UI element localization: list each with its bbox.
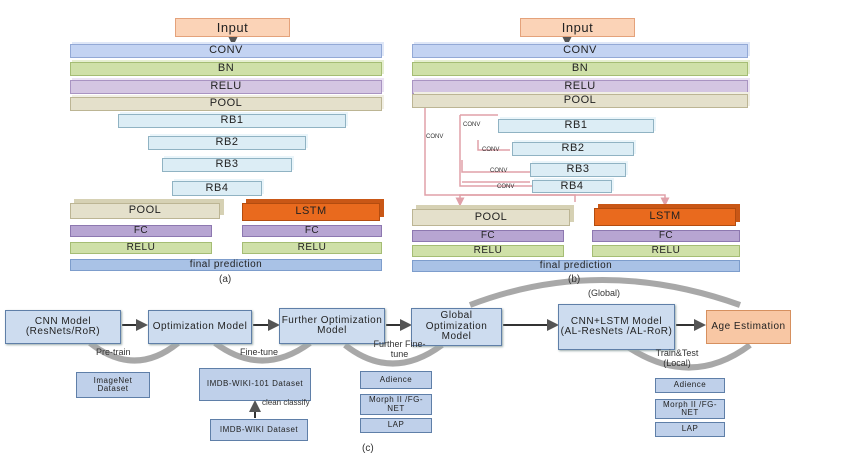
- label-global: (Global): [588, 288, 621, 298]
- b-rb3-block: RB3: [530, 163, 626, 177]
- b-rb2-block: RB2: [512, 142, 634, 156]
- b-conv-label-0: CONV: [426, 134, 444, 140]
- a-pool-layer: POOL: [70, 97, 382, 111]
- label-pretrain: Pre-train: [96, 347, 131, 357]
- b-rb1-block: RB1: [498, 119, 654, 133]
- a-rb1-block: RB1: [118, 114, 346, 128]
- dataset-adience-1: Adience: [360, 371, 432, 389]
- a-relu-left: RELU: [70, 242, 212, 254]
- caption-b: (b): [568, 274, 581, 285]
- b-final-prediction: final prediction: [412, 260, 740, 272]
- b-relu-layer: RELU: [412, 80, 748, 94]
- a-pool-left: POOL: [70, 203, 220, 219]
- label-clean-classify: clean classify: [262, 398, 310, 407]
- stage-global-optimization: Global Optimization Model: [411, 308, 502, 346]
- b-pool-left: POOL: [412, 209, 570, 226]
- dataset-morph-fgnet-1: Morph II /FG-NET: [360, 394, 432, 415]
- caption-c: (c): [362, 443, 374, 454]
- stage-optimization-model: Optimization Model: [148, 310, 252, 344]
- a-rb4-block: RB4: [172, 181, 262, 196]
- stage-age-estimation: Age Estimation: [706, 310, 791, 344]
- b-pool-layer: POOL: [412, 94, 748, 108]
- a-bn-layer: BN: [70, 62, 382, 76]
- dataset-lap-2: LAP: [655, 422, 725, 437]
- skip-connections: [424, 108, 670, 207]
- label-finetune: Fine-tune: [240, 347, 279, 357]
- stage-cnn-model: CNN Model (ResNets/RoR): [5, 310, 121, 344]
- b-rb4-block: RB4: [532, 180, 612, 193]
- dataset-adience-2: Adience: [655, 378, 725, 393]
- stage-cnn-lstm-model: CNN+LSTM Model (AL-ResNets /AL-RoR): [558, 304, 675, 350]
- a-fc-right: FC: [242, 225, 382, 237]
- dataset-imagenet: ImageNet Dataset: [76, 372, 150, 398]
- b-relu-right: RELU: [592, 245, 740, 257]
- b-lstm-block: LSTM: [594, 208, 736, 226]
- b-conv-label-2: CONV: [482, 147, 500, 153]
- a-input-box: Input: [175, 18, 290, 37]
- caption-a: (a): [219, 274, 232, 285]
- b-conv-label-4: CONV: [497, 184, 515, 190]
- b-conv-layer: CONV: [412, 44, 748, 58]
- stage-further-optimization: Further Optimization Model: [279, 308, 385, 344]
- a-fc-left: FC: [70, 225, 212, 237]
- dataset-imdb-wiki-101: IMDB-WIKI-101 Dataset: [199, 368, 311, 401]
- b-bn-layer: BN: [412, 62, 748, 76]
- a-relu-right: RELU: [242, 242, 382, 254]
- dataset-morph-fgnet-2: Morph II /FG-NET: [655, 399, 725, 419]
- b-relu-left: RELU: [412, 245, 564, 257]
- dataset-imdb-wiki: IMDB-WIKI Dataset: [210, 419, 308, 441]
- b-conv-label-1: CONV: [463, 122, 481, 128]
- a-conv-layer: CONV: [70, 44, 382, 58]
- a-rb2-block: RB2: [148, 136, 306, 150]
- a-final-prediction: final prediction: [70, 259, 382, 271]
- a-rb3-block: RB3: [162, 158, 292, 172]
- a-relu-layer: RELU: [70, 80, 382, 94]
- b-input-box: Input: [520, 18, 635, 37]
- dataset-lap-1: LAP: [360, 418, 432, 433]
- a-lstm-block: LSTM: [242, 203, 380, 221]
- b-conv-label-3: CONV: [490, 168, 508, 174]
- b-fc-right: FC: [592, 230, 740, 242]
- b-fc-left: FC: [412, 230, 564, 242]
- label-train-test: Train&Test (Local): [655, 348, 699, 368]
- label-further-finetune: Further Fine-tune: [373, 339, 426, 359]
